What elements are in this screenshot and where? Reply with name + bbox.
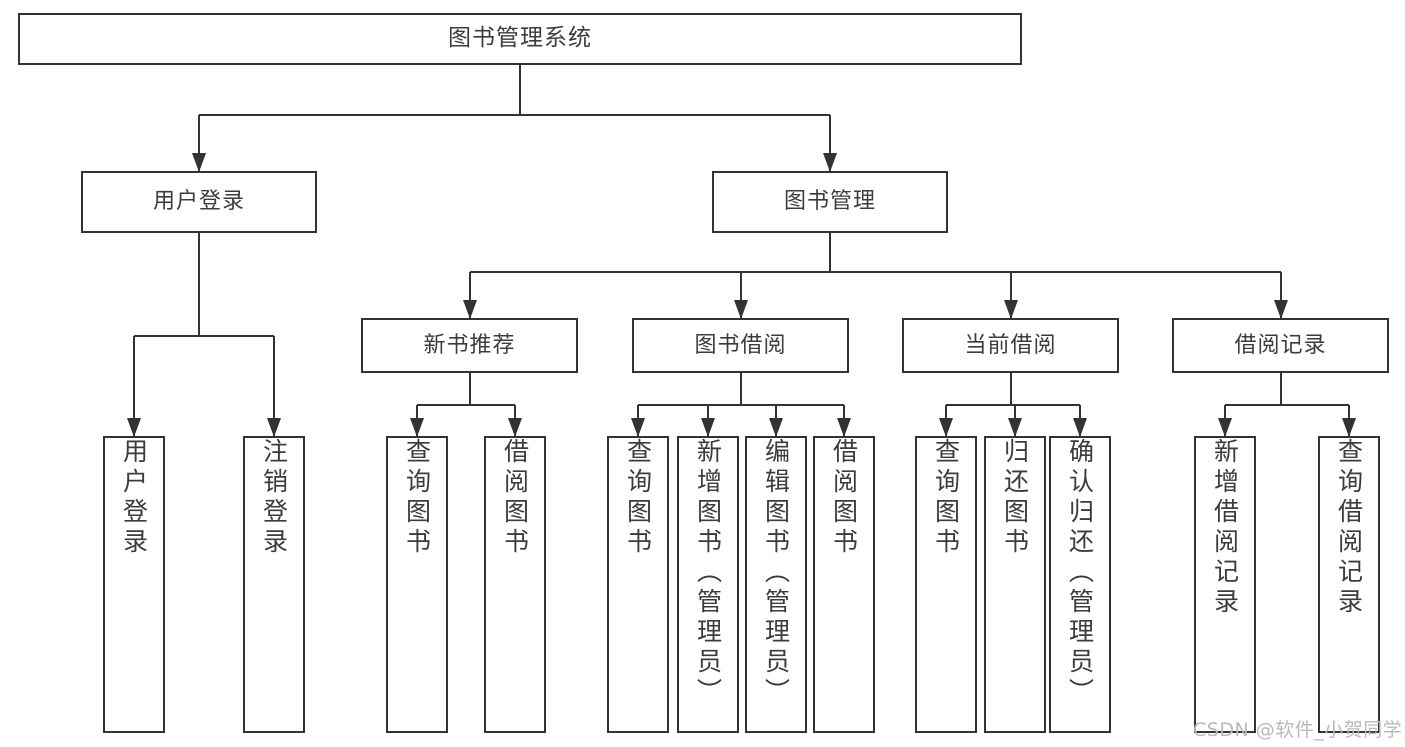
node-borrow-record[interactable]: 借阅记录	[1172, 318, 1389, 373]
arrowhead-icon	[1073, 418, 1087, 437]
node-leaf-add-record[interactable]: 新增借阅记录	[1194, 436, 1256, 733]
node-user-login[interactable]: 用户登录	[81, 171, 317, 233]
arrowhead-icon	[734, 300, 748, 319]
arrowhead-icon	[837, 418, 851, 437]
node-label: 编辑图书（管理员）	[761, 438, 791, 708]
node-label: 注销登录	[259, 438, 289, 558]
node-leaf-borrow-book-2[interactable]: 借阅图书	[813, 436, 875, 733]
arrowhead-icon	[1274, 300, 1288, 319]
node-leaf-confirm-return[interactable]: 确认归还（管理员）	[1049, 436, 1111, 733]
node-current-borrow[interactable]: 当前借阅	[902, 318, 1119, 373]
node-label: 借阅图书	[829, 438, 859, 558]
node-label: 查询借阅记录	[1334, 438, 1364, 618]
node-label: 查询图书	[623, 438, 653, 558]
node-label: 新增图书（管理员）	[693, 438, 723, 708]
node-label: 归还图书	[1000, 438, 1030, 558]
arrowhead-icon	[1008, 418, 1022, 437]
node-leaf-borrow-book-1[interactable]: 借阅图书	[484, 436, 546, 733]
node-label: 当前借阅	[964, 332, 1057, 358]
node-label: 用户登录	[119, 438, 149, 558]
arrowhead-icon	[631, 418, 645, 437]
node-label: 新增借阅记录	[1210, 438, 1240, 618]
node-label: 查询图书	[931, 438, 961, 558]
node-leaf-add-book[interactable]: 新增图书（管理员）	[677, 436, 739, 733]
arrowhead-icon	[939, 418, 953, 437]
arrowhead-icon	[1004, 300, 1018, 319]
node-label: 新书推荐	[423, 332, 516, 358]
arrowhead-icon	[1342, 418, 1356, 437]
arrowhead-icon	[410, 418, 424, 437]
watermark: CSDN @软件_小贺同学	[1193, 719, 1403, 741]
node-label: 图书管理系统	[448, 25, 592, 52]
arrowhead-icon	[508, 418, 522, 437]
node-leaf-return-book[interactable]: 归还图书	[984, 436, 1046, 733]
arrowhead-icon	[192, 153, 206, 172]
arrowhead-icon	[127, 418, 141, 437]
node-label: 确认归还（管理员）	[1065, 438, 1095, 708]
node-label: 借阅图书	[500, 438, 530, 558]
node-book-borrow[interactable]: 图书借阅	[632, 318, 849, 373]
arrowhead-icon	[267, 418, 281, 437]
node-leaf-user-login[interactable]: 用户登录	[103, 436, 165, 733]
node-root[interactable]: 图书管理系统	[18, 13, 1022, 65]
node-label: 查询图书	[402, 438, 432, 558]
node-label: 用户登录	[152, 189, 245, 215]
arrowhead-icon	[823, 153, 837, 172]
node-label: 借阅记录	[1234, 332, 1327, 358]
edge-group	[127, 65, 1356, 437]
arrowhead-icon	[1218, 418, 1232, 437]
node-leaf-user-logout[interactable]: 注销登录	[243, 436, 305, 733]
node-leaf-query-book-2[interactable]: 查询图书	[607, 436, 669, 733]
arrowhead-icon	[701, 418, 715, 437]
node-leaf-query-book-3[interactable]: 查询图书	[915, 436, 977, 733]
node-leaf-edit-book[interactable]: 编辑图书（管理员）	[745, 436, 807, 733]
node-label: 图书管理	[783, 189, 876, 215]
node-leaf-query-book-1[interactable]: 查询图书	[386, 436, 448, 733]
node-book-manage[interactable]: 图书管理	[712, 171, 948, 233]
node-leaf-query-record[interactable]: 查询借阅记录	[1318, 436, 1380, 733]
node-label: 图书借阅	[694, 332, 787, 358]
arrowhead-icon	[463, 300, 477, 319]
arrowhead-icon	[769, 418, 783, 437]
node-new-book-rec[interactable]: 新书推荐	[361, 318, 578, 373]
